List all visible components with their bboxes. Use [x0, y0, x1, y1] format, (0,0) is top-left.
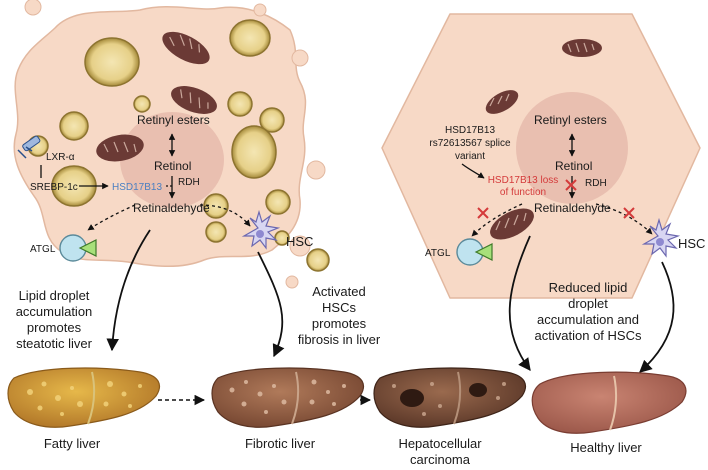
hcc-label-line1: Hepatocellular	[398, 436, 482, 451]
right-outcome-arrows	[508, 235, 675, 373]
svg-text:Reduced lipid: Reduced lipid	[549, 280, 628, 295]
svg-text:promotes: promotes	[312, 316, 367, 331]
svg-text:Lipid droplet: Lipid droplet	[19, 288, 90, 303]
srebp-1c-label: SREBP-1c	[30, 182, 78, 193]
left-arrows	[40, 133, 251, 231]
healthy-liver-label: Healthy liver	[570, 440, 642, 455]
svg-text:activation of HSCs: activation of HSCs	[535, 328, 642, 343]
left-retinyl-esters-label: Retinyl esters	[137, 113, 210, 127]
svg-text:fibrosis in liver: fibrosis in liver	[298, 332, 381, 347]
svg-text:accumulation: accumulation	[16, 304, 93, 319]
right-rdh-label: RDH	[585, 178, 607, 189]
left-hsc-icon	[241, 209, 281, 250]
left-atgl-label: ATGL	[30, 244, 56, 255]
svg-text:droplet: droplet	[568, 296, 608, 311]
hcc-label-line2: carcinoma	[410, 452, 471, 467]
loss-line2: of function	[500, 187, 546, 198]
svg-text:steatotic liver: steatotic liver	[16, 336, 93, 351]
left-hepatocyte	[13, 0, 330, 289]
mitochondria-left	[96, 31, 217, 162]
caption-lipid-droplet: Lipid droplet accumulation promotes stea…	[16, 288, 93, 351]
right-atgl-icon	[456, 238, 493, 266]
caption-activated-hscs: Activated HSCs promotes fibrosis in live…	[298, 284, 381, 347]
fibrotic-liver-illustration	[211, 367, 365, 428]
fatty-liver-label: Fatty liver	[44, 436, 101, 451]
mitochondria-right	[485, 39, 602, 240]
right-retinaldehyde-label: Retinaldehyde	[534, 201, 611, 215]
svg-text:Activated: Activated	[312, 284, 365, 299]
right-hsc-label: HSC	[678, 236, 705, 251]
svg-text:promotes: promotes	[27, 320, 82, 335]
lxr-alpha-label: LXR-α	[46, 152, 75, 163]
left-hsd17b13-label: HSD17B13	[112, 182, 162, 193]
left-atgl-icon	[59, 234, 97, 262]
right-retinyl-esters-label: Retinyl esters	[534, 113, 607, 127]
right-hsc-icon	[641, 217, 681, 258]
left-retinaldehyde-label: Retinaldehyde	[133, 201, 210, 215]
lxr-agonist-icon	[17, 135, 41, 159]
fibrotic-liver-label: Fibrotic liver	[245, 436, 316, 451]
loss-line1: HSD17B13 loss	[488, 175, 559, 186]
left-rdh-label: RDH	[178, 177, 200, 188]
right-atgl-label: ATGL	[425, 248, 451, 259]
variant-line1: HSD17B13	[445, 125, 495, 136]
caption-reduced: Reduced lipid droplet accumulation and a…	[535, 280, 642, 343]
left-retinol-label: Retinol	[154, 159, 191, 173]
inhibition-crosses	[477, 179, 635, 219]
svg-text:HSCs: HSCs	[322, 300, 356, 315]
hcc-liver-illustration	[373, 367, 527, 428]
healthy-liver-illustration	[531, 371, 687, 434]
lipid-droplets-left	[27, 19, 330, 272]
variant-line3: variant	[455, 151, 485, 162]
svg-text:accumulation and: accumulation and	[537, 312, 639, 327]
variant-line2: rs72613567 splice	[429, 138, 511, 149]
right-retinol-label: Retinol	[555, 159, 592, 173]
left-outcome-arrows	[106, 229, 285, 358]
left-hsc-label: HSC	[286, 234, 313, 249]
fatty-liver-illustration	[7, 367, 161, 428]
